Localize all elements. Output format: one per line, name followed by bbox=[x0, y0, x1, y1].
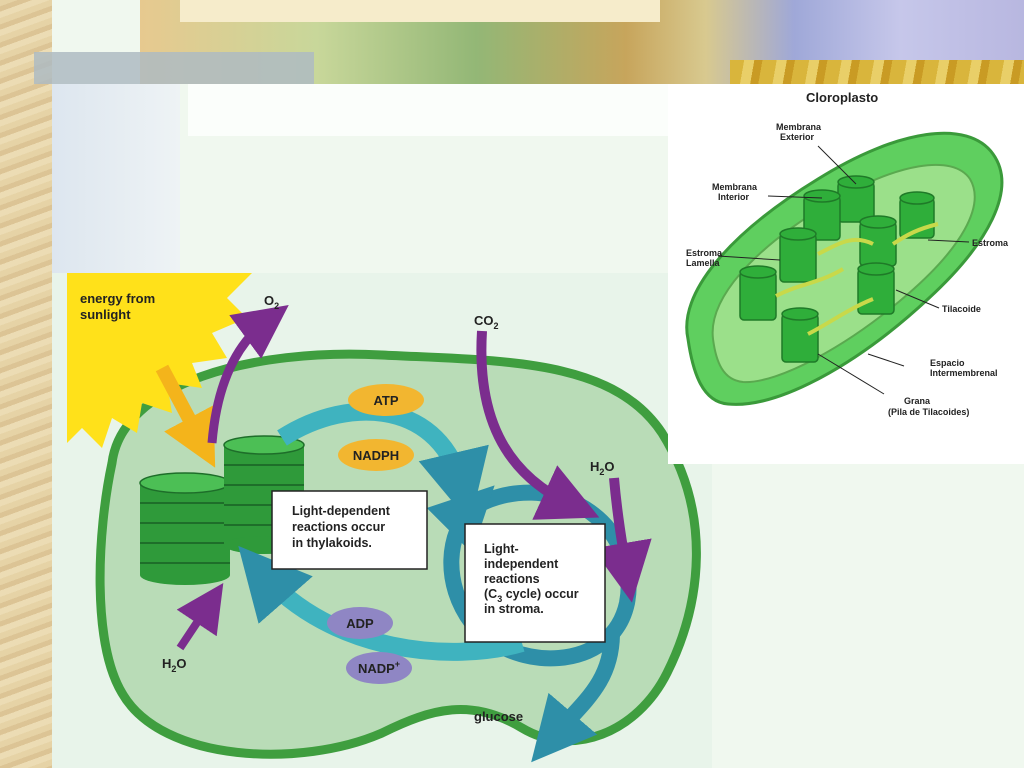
glucose-label: glucose bbox=[474, 709, 523, 724]
banner-grey-bar bbox=[34, 52, 314, 84]
atp-label: ATP bbox=[373, 393, 398, 408]
adp-label: ADP bbox=[346, 616, 374, 631]
co2-input-arrow bbox=[476, 330, 600, 520]
label-membrana-interior-2: Interior bbox=[718, 192, 750, 202]
light-independent-line-5: in stroma. bbox=[484, 602, 544, 616]
light-independent-line-1: Light- bbox=[484, 542, 519, 556]
title-placeholder-box bbox=[188, 84, 670, 136]
label-estroma: Estroma bbox=[972, 238, 1009, 248]
light-dependent-line-2: reactions occur bbox=[292, 520, 385, 534]
light-dependent-box: Light-dependent reactions occur in thyla… bbox=[271, 490, 428, 570]
h2o-label-bottom: H2O bbox=[162, 656, 187, 674]
adp-badge: ADP bbox=[327, 607, 393, 639]
light-independent-line-4: (C3 cycle) occur bbox=[484, 587, 579, 604]
banner-yellow-band bbox=[730, 60, 1024, 84]
label-estroma-lamella-1: Estroma bbox=[686, 248, 723, 258]
light-dependent-line-1: Light-dependent bbox=[292, 504, 391, 518]
label-grana-1: Grana bbox=[904, 396, 931, 406]
sun-label-2: sunlight bbox=[80, 307, 131, 322]
atp-badge: ATP bbox=[348, 384, 424, 416]
h2o-label-right: H2O bbox=[590, 459, 615, 477]
light-independent-line-2: independent bbox=[484, 557, 559, 571]
label-estroma-lamella-2: Lamella bbox=[686, 258, 721, 268]
nadp-label: NADP+ bbox=[358, 659, 400, 676]
h2o-input-arrow-bottom bbox=[176, 583, 224, 651]
chloroplast-title: Cloroplasto bbox=[806, 90, 878, 105]
o2-label: O2 bbox=[264, 293, 279, 311]
nadp-badge: NADP+ bbox=[346, 652, 412, 684]
sun-label-1: energy from bbox=[80, 291, 155, 306]
nadph-label: NADPH bbox=[353, 448, 399, 463]
banner-pale-patch bbox=[180, 0, 660, 22]
glucose-output-arrow bbox=[531, 632, 620, 763]
stroma-lamellae bbox=[775, 222, 939, 336]
grey-side-block bbox=[52, 84, 180, 274]
h2o-input-arrow-right bbox=[592, 477, 652, 603]
left-decorative-strip bbox=[0, 0, 52, 768]
light-independent-line-3: reactions bbox=[484, 572, 540, 586]
leader-lines bbox=[717, 145, 970, 395]
label-tilacoide: Tilacoide bbox=[942, 304, 981, 314]
label-espacio-2: Intermembrenal bbox=[930, 368, 998, 378]
label-membrana-exterior-2: Exterior bbox=[780, 132, 815, 142]
o2-output-arrow bbox=[207, 305, 289, 444]
sun-icon bbox=[67, 273, 252, 448]
label-grana-2: (Pila de Tilacoides) bbox=[888, 407, 969, 417]
label-membrana-exterior-1: Membrana bbox=[776, 122, 822, 132]
sunlight-arrow bbox=[155, 364, 216, 468]
thylakoid-stack-left bbox=[139, 472, 231, 585]
chloroplast-structure-diagram: Cloroplasto Membrana Exterior Membrana I… bbox=[668, 84, 1024, 464]
adp-nadp-return-arrow bbox=[238, 545, 525, 661]
label-membrana-interior-1: Membrana bbox=[712, 182, 758, 192]
nadph-badge: NADPH bbox=[338, 439, 414, 471]
label-espacio-1: Espacio bbox=[930, 358, 965, 368]
co2-label: CO2 bbox=[474, 313, 499, 331]
light-dependent-line-3: in thylakoids. bbox=[292, 536, 372, 550]
light-independent-box: Light- independent reactions (C3 cycle) … bbox=[464, 523, 606, 643]
grana-stacks bbox=[739, 175, 935, 363]
photosynthesis-diagram: energy from sunlight O2 CO2 H2O H2O gluc… bbox=[52, 273, 712, 768]
